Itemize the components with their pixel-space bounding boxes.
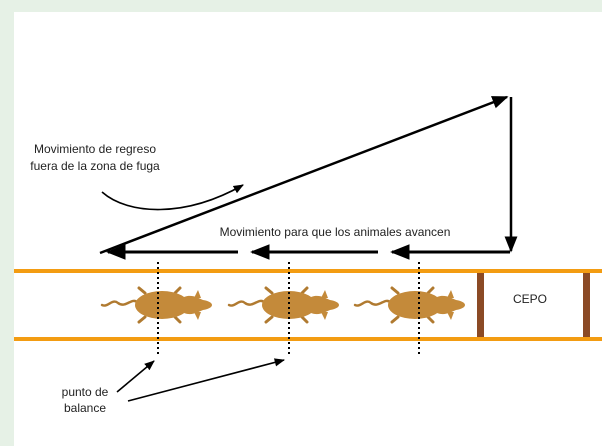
return-movement-label-line1: Movimiento de regreso: [34, 142, 156, 156]
cow-2-icon: [227, 286, 341, 324]
return-movement-label-line2: fuera de la zona de fuga: [30, 159, 160, 173]
chute-post-right: [583, 273, 590, 337]
return-curve-arrow: [101, 184, 244, 211]
balance-pointer-arrow-2: [127, 358, 286, 402]
diagram-frame: [14, 12, 602, 446]
balance-pointer-arrow-1: [116, 360, 155, 393]
chute-post-left: [477, 273, 484, 337]
forward-movement-label: Movimiento para que los animales avancen: [220, 225, 451, 239]
chute-label: CEPO: [513, 292, 547, 306]
return-diagonal-arrow: [99, 95, 509, 255]
cow-3-icon: [353, 286, 467, 324]
balance-point-label-line2: balance: [64, 401, 106, 415]
balance-point-label-line1: punto de: [62, 385, 109, 399]
